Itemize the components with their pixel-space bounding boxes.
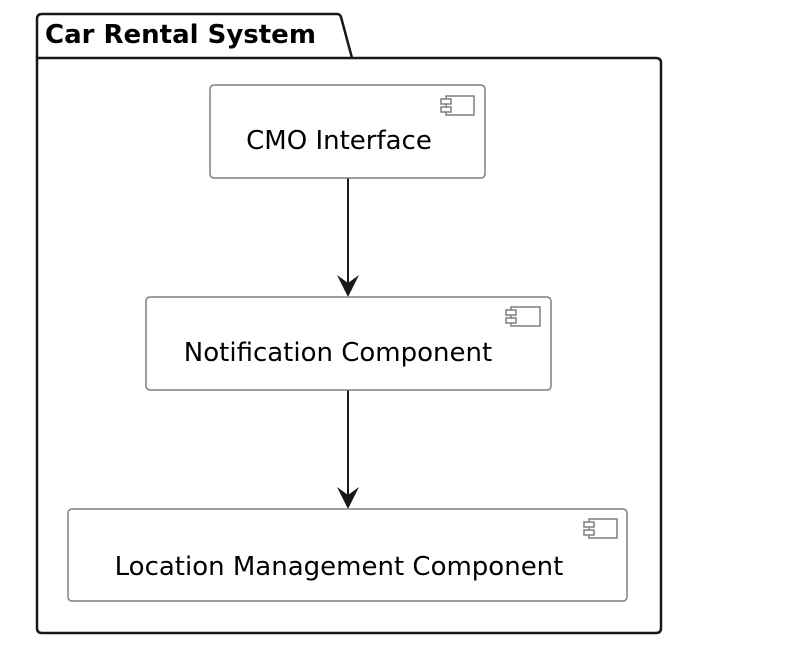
package-title: Car Rental System (45, 20, 316, 50)
arrowhead (337, 275, 359, 297)
component-cmo-interface[interactable]: CMO Interface (209, 84, 486, 179)
relation-cmo-to-notification (337, 178, 359, 297)
component-label: Location Management Component (115, 552, 564, 582)
package-tab (35, 12, 354, 59)
component-location-management[interactable]: Location Management Component (67, 508, 628, 602)
relations (337, 178, 359, 509)
component-label: CMO Interface (246, 126, 432, 156)
component-icon (505, 306, 541, 327)
arrowhead (337, 487, 359, 509)
component-icon (440, 95, 475, 116)
component-notification[interactable]: Notification Component (145, 296, 552, 391)
relation-notification-to-location (337, 390, 359, 509)
component-icon (583, 518, 618, 539)
component-label: Notification Component (184, 338, 492, 368)
